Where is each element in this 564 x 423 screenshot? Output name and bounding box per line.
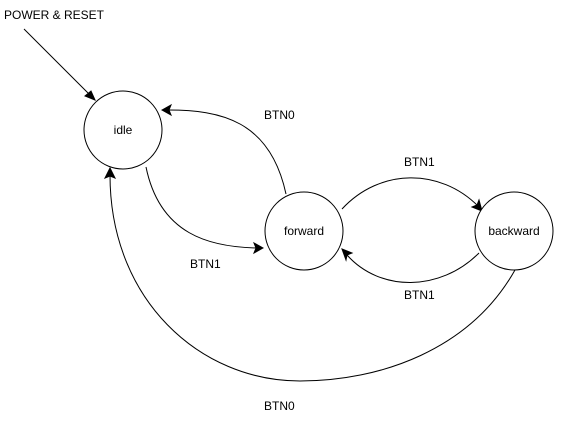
transition-forward-to-idle-label: BTN0	[264, 108, 295, 122]
state-idle-circle	[83, 90, 163, 170]
transition-backward-to-forward-arrowhead	[341, 248, 354, 262]
transition-forward-to-backward: BTN1	[341, 155, 483, 212]
transition-backward-to-idle-arrowhead	[103, 166, 117, 179]
state-forward-circle	[264, 191, 344, 271]
transition-backward-to-forward: BTN1	[341, 248, 480, 302]
state-idle-label: idle	[114, 123, 133, 137]
transition-forward-to-idle-arrowhead	[160, 103, 172, 117]
state-idle: idle	[83, 90, 163, 170]
initial-transition: POWER & RESET	[4, 8, 105, 101]
transition-forward-to-idle: BTN0	[160, 103, 295, 195]
state-backward: backward	[474, 191, 554, 271]
transition-backward-to-idle-label: BTN0	[264, 399, 295, 413]
transition-idle-to-forward-line	[145, 166, 258, 249]
initial-label: POWER & RESET	[4, 8, 105, 22]
initial-transition-line	[23, 28, 92, 97]
state-forward-label: forward	[284, 224, 324, 238]
transition-forward-to-idle-line	[167, 109, 287, 195]
transition-backward-to-idle: BTN0	[103, 166, 516, 413]
transition-idle-to-forward-arrowhead	[253, 241, 265, 255]
state-backward-label: backward	[488, 224, 539, 238]
state-backward-circle	[474, 191, 554, 271]
transition-forward-to-backward-arrowhead	[470, 198, 483, 212]
transition-idle-to-forward-label: BTN1	[190, 257, 221, 271]
transition-backward-to-idle-line	[109, 174, 516, 382]
state-forward: forward	[264, 191, 344, 271]
initial-transition-arrowhead	[84, 90, 96, 101]
transition-idle-to-forward: BTN1	[145, 166, 265, 271]
transition-backward-to-forward-label: BTN1	[404, 288, 435, 302]
transition-forward-to-backward-label: BTN1	[404, 155, 435, 169]
transition-forward-to-backward-line	[341, 177, 479, 210]
transition-backward-to-forward-line	[346, 252, 480, 283]
